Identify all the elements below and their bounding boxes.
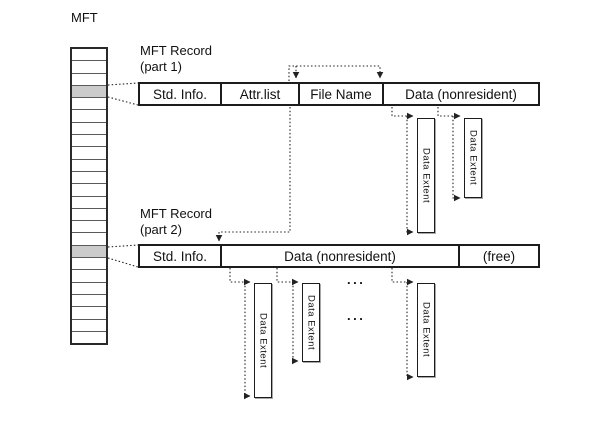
ellipsis-top: ... [347,272,366,287]
mft-record-part2: Std. Info. Data (nonresident) (free) [138,244,540,268]
record2-label-line1: MFT Record [140,206,212,221]
pointer-data2-to-extentA-top [229,268,251,286]
mft-row [72,220,106,232]
mft-row-highlighted [72,244,106,258]
mft-row [72,121,106,134]
mft-row [72,146,106,158]
mft-row [72,269,106,281]
record2-cell-std-info: Std. Info. [152,248,208,264]
pointer-data2-to-extentB-bottom [291,282,299,365]
fan-line-record2-bottom [107,257,139,268]
mft-row [72,60,106,72]
data-extent-2-label: Data Extent [467,130,479,186]
mft-row [72,72,106,85]
data-extent-4-label: Data Extent [305,294,317,351]
record1-cell-data-nonresident: Data (nonresident) [382,84,538,104]
mft-row [72,170,106,183]
data-extent-4: Data Extent [302,283,320,362]
record2-cell-free: (free) [458,246,538,266]
fan-line-record1-bottom [107,96,139,106]
record1-cell-std-info: Std. Info. [152,86,208,102]
pointer-data2-to-extentC-bottom [406,282,414,381]
record1-cell-file-name: File Name [298,84,382,104]
mft-title: MFT [71,10,98,25]
data-extent-3-label: Data Extent [257,312,269,369]
record2-label-line2: (part 2) [140,221,182,237]
data-extent-5: Data Extent [417,283,435,377]
pointer-data1-to-extent2-top [437,107,461,120]
record1-cell-attr-list: Attr.list [220,84,298,104]
mft-row [72,306,106,318]
pointer-attrlist-to-record2 [215,107,291,242]
data-extent-1-label: Data Extent [420,147,432,204]
record2-cell-data-nonresident: Data (nonresident) [220,246,458,266]
mft-row [72,207,106,220]
pointer-data2-to-extentA-bottom [243,282,251,400]
mft-row [72,195,106,208]
mft-row [72,281,106,294]
record2-label: MFT Record (part 2) [140,206,212,237]
mft-row [72,109,106,121]
mft-row [72,330,106,343]
mft-row [72,158,106,171]
ellipsis-bottom: ... [347,308,366,323]
fan-line-record2-top [107,244,139,248]
pointer-data1-to-extent1-top [391,107,414,120]
record1-label-line2: (part 1) [140,58,182,74]
mft-record-part1: Std. Info. Attr.list File Name Data (non… [138,82,540,106]
data-extent-1: Data Extent [417,118,435,233]
mft-column [70,47,108,345]
pointer-attrlist-to-data-attr [288,65,384,81]
mft-row [72,318,106,331]
mft-row [72,257,106,269]
fan-line-record1-top [107,82,139,86]
pointer-data1-to-extent2-bottom [452,116,461,202]
mft-row [72,293,106,306]
mft-row-highlighted [72,84,106,98]
mft-row [72,49,106,60]
record1-label-line1: MFT Record [140,43,212,58]
mft-row [72,232,106,244]
mft-row [72,134,106,146]
data-extent-2: Data Extent [464,118,482,198]
mft-row [72,97,106,109]
data-extent-3: Data Extent [254,283,272,398]
mft-row [72,183,106,195]
data-extent-5-label: Data Extent [420,302,432,358]
pointer-data2-to-extentC-top [391,268,414,286]
pointer-data2-to-extentB-top [276,268,299,286]
pointer-data1-to-extent1-bottom [406,116,414,236]
record1-label: MFT Record (part 1) [140,43,212,74]
